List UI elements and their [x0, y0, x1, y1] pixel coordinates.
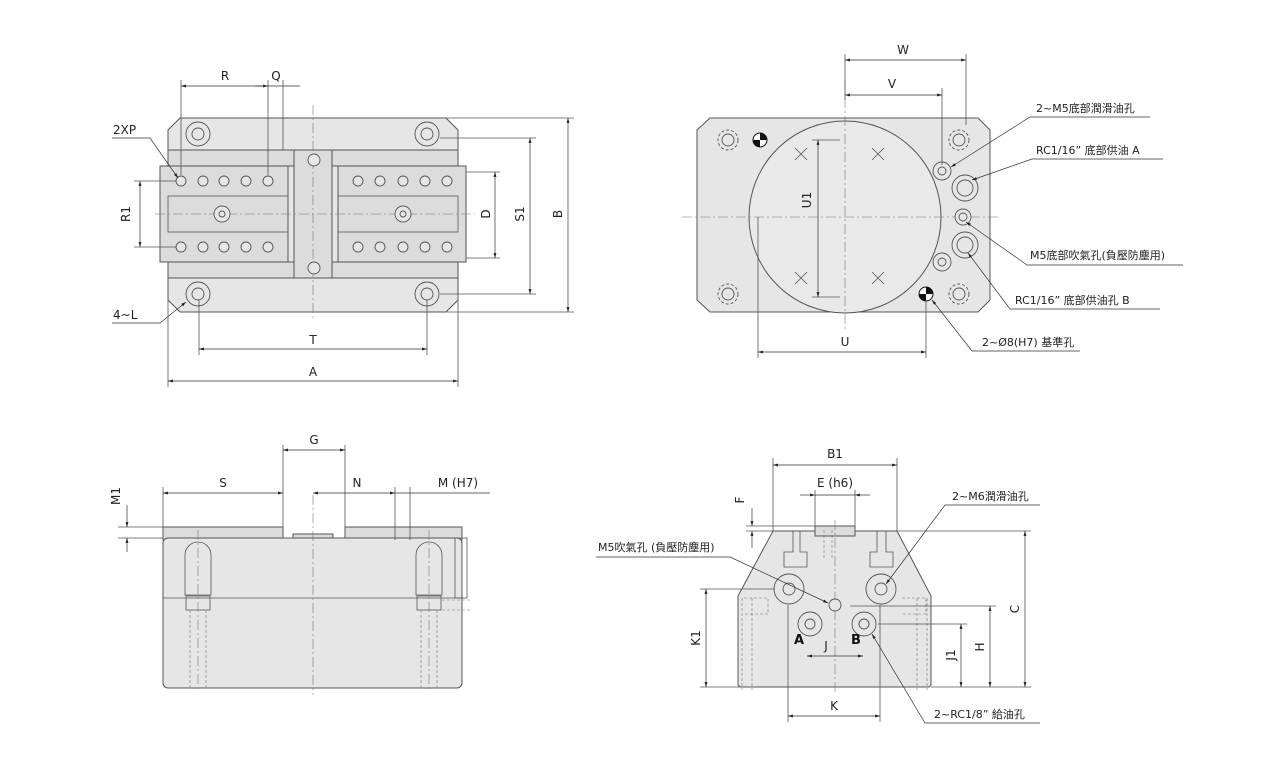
note-reference-holes: 2~Ø8(H7) 基準孔	[982, 335, 1074, 349]
dim-F: F	[733, 496, 747, 503]
port-holes	[932, 161, 979, 272]
dim-D: D	[479, 209, 493, 218]
corner-holes	[717, 129, 970, 305]
dim-B: B	[551, 210, 565, 218]
dim-R: R	[221, 69, 229, 83]
port-b-label: B	[851, 633, 861, 648]
dim-K: K	[830, 699, 839, 713]
dim-J1: J1	[944, 649, 958, 661]
note-lube-holes: 2~M6潤滑油孔	[952, 489, 1029, 503]
side-view: A B B1 E (h6) F C H J1 K1 J K M5吹氣孔 (負壓防…	[596, 447, 1040, 724]
front-view: S G N M (H7) M1	[109, 433, 490, 695]
dim-V: V	[888, 77, 897, 91]
jaw-holes	[175, 153, 453, 275]
dim-R1: R1	[119, 206, 133, 222]
dim-C: C	[1008, 605, 1022, 613]
dim-H: H	[973, 642, 987, 651]
note-blow-hole: M5底部吹氣孔(負壓防塵用)	[1030, 248, 1165, 262]
dim-Q: Q	[271, 69, 280, 83]
note-lube-holes: 2~M5底部潤滑油孔	[1036, 101, 1135, 115]
dim-M1: M1	[109, 487, 123, 505]
note-2xp: 2XP	[113, 123, 136, 137]
note-supply-b: RC1/16” 底部供油孔 B	[1015, 293, 1130, 307]
side-holes	[773, 573, 897, 637]
dim-S1: S1	[513, 206, 527, 221]
dim-B1: B1	[827, 447, 843, 461]
dim-S: S	[219, 476, 227, 490]
note-blow-hole: M5吹氣孔 (負壓防塵用)	[598, 540, 715, 554]
dim-J: J	[823, 639, 828, 653]
dim-M-H7: M (H7)	[438, 476, 478, 490]
dim-T: T	[308, 333, 317, 347]
top-view: R Q T A R1 D S1 B 2XP 4~L	[112, 69, 574, 387]
dim-G: G	[309, 433, 318, 447]
note-4l: 4~L	[113, 308, 138, 322]
dim-K1: K1	[689, 630, 703, 646]
dim-U1: U1	[800, 192, 814, 208]
dim-W: W	[897, 43, 909, 57]
note-supply-a: RC1/16” 底部供油 A	[1036, 143, 1140, 157]
reference-pin-icons	[752, 132, 934, 302]
bottom-view: W V U1 U 2~M5底部潤滑油孔 RC1/16” 底部供油 A M5底部吹…	[682, 43, 1183, 358]
mount-holes	[185, 121, 440, 307]
dim-E-h6: E (h6)	[817, 476, 853, 490]
dim-U: U	[841, 335, 850, 349]
main-body	[162, 537, 463, 689]
port-a-label: A	[794, 633, 804, 648]
dim-N: N	[353, 476, 362, 490]
note-feed-holes: 2~RC1/8” 給油孔	[934, 707, 1025, 721]
dim-A: A	[309, 365, 318, 379]
